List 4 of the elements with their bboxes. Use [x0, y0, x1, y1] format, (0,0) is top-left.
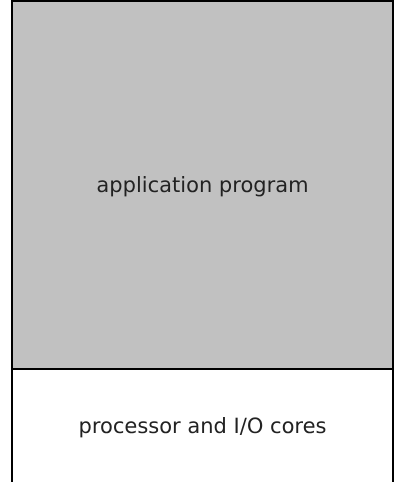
layer-box	[11, 368, 394, 482]
layer-label: processor and I/O cores	[78, 414, 326, 438]
layer-label: application program	[96, 173, 309, 197]
layer-box	[11, 0, 394, 370]
